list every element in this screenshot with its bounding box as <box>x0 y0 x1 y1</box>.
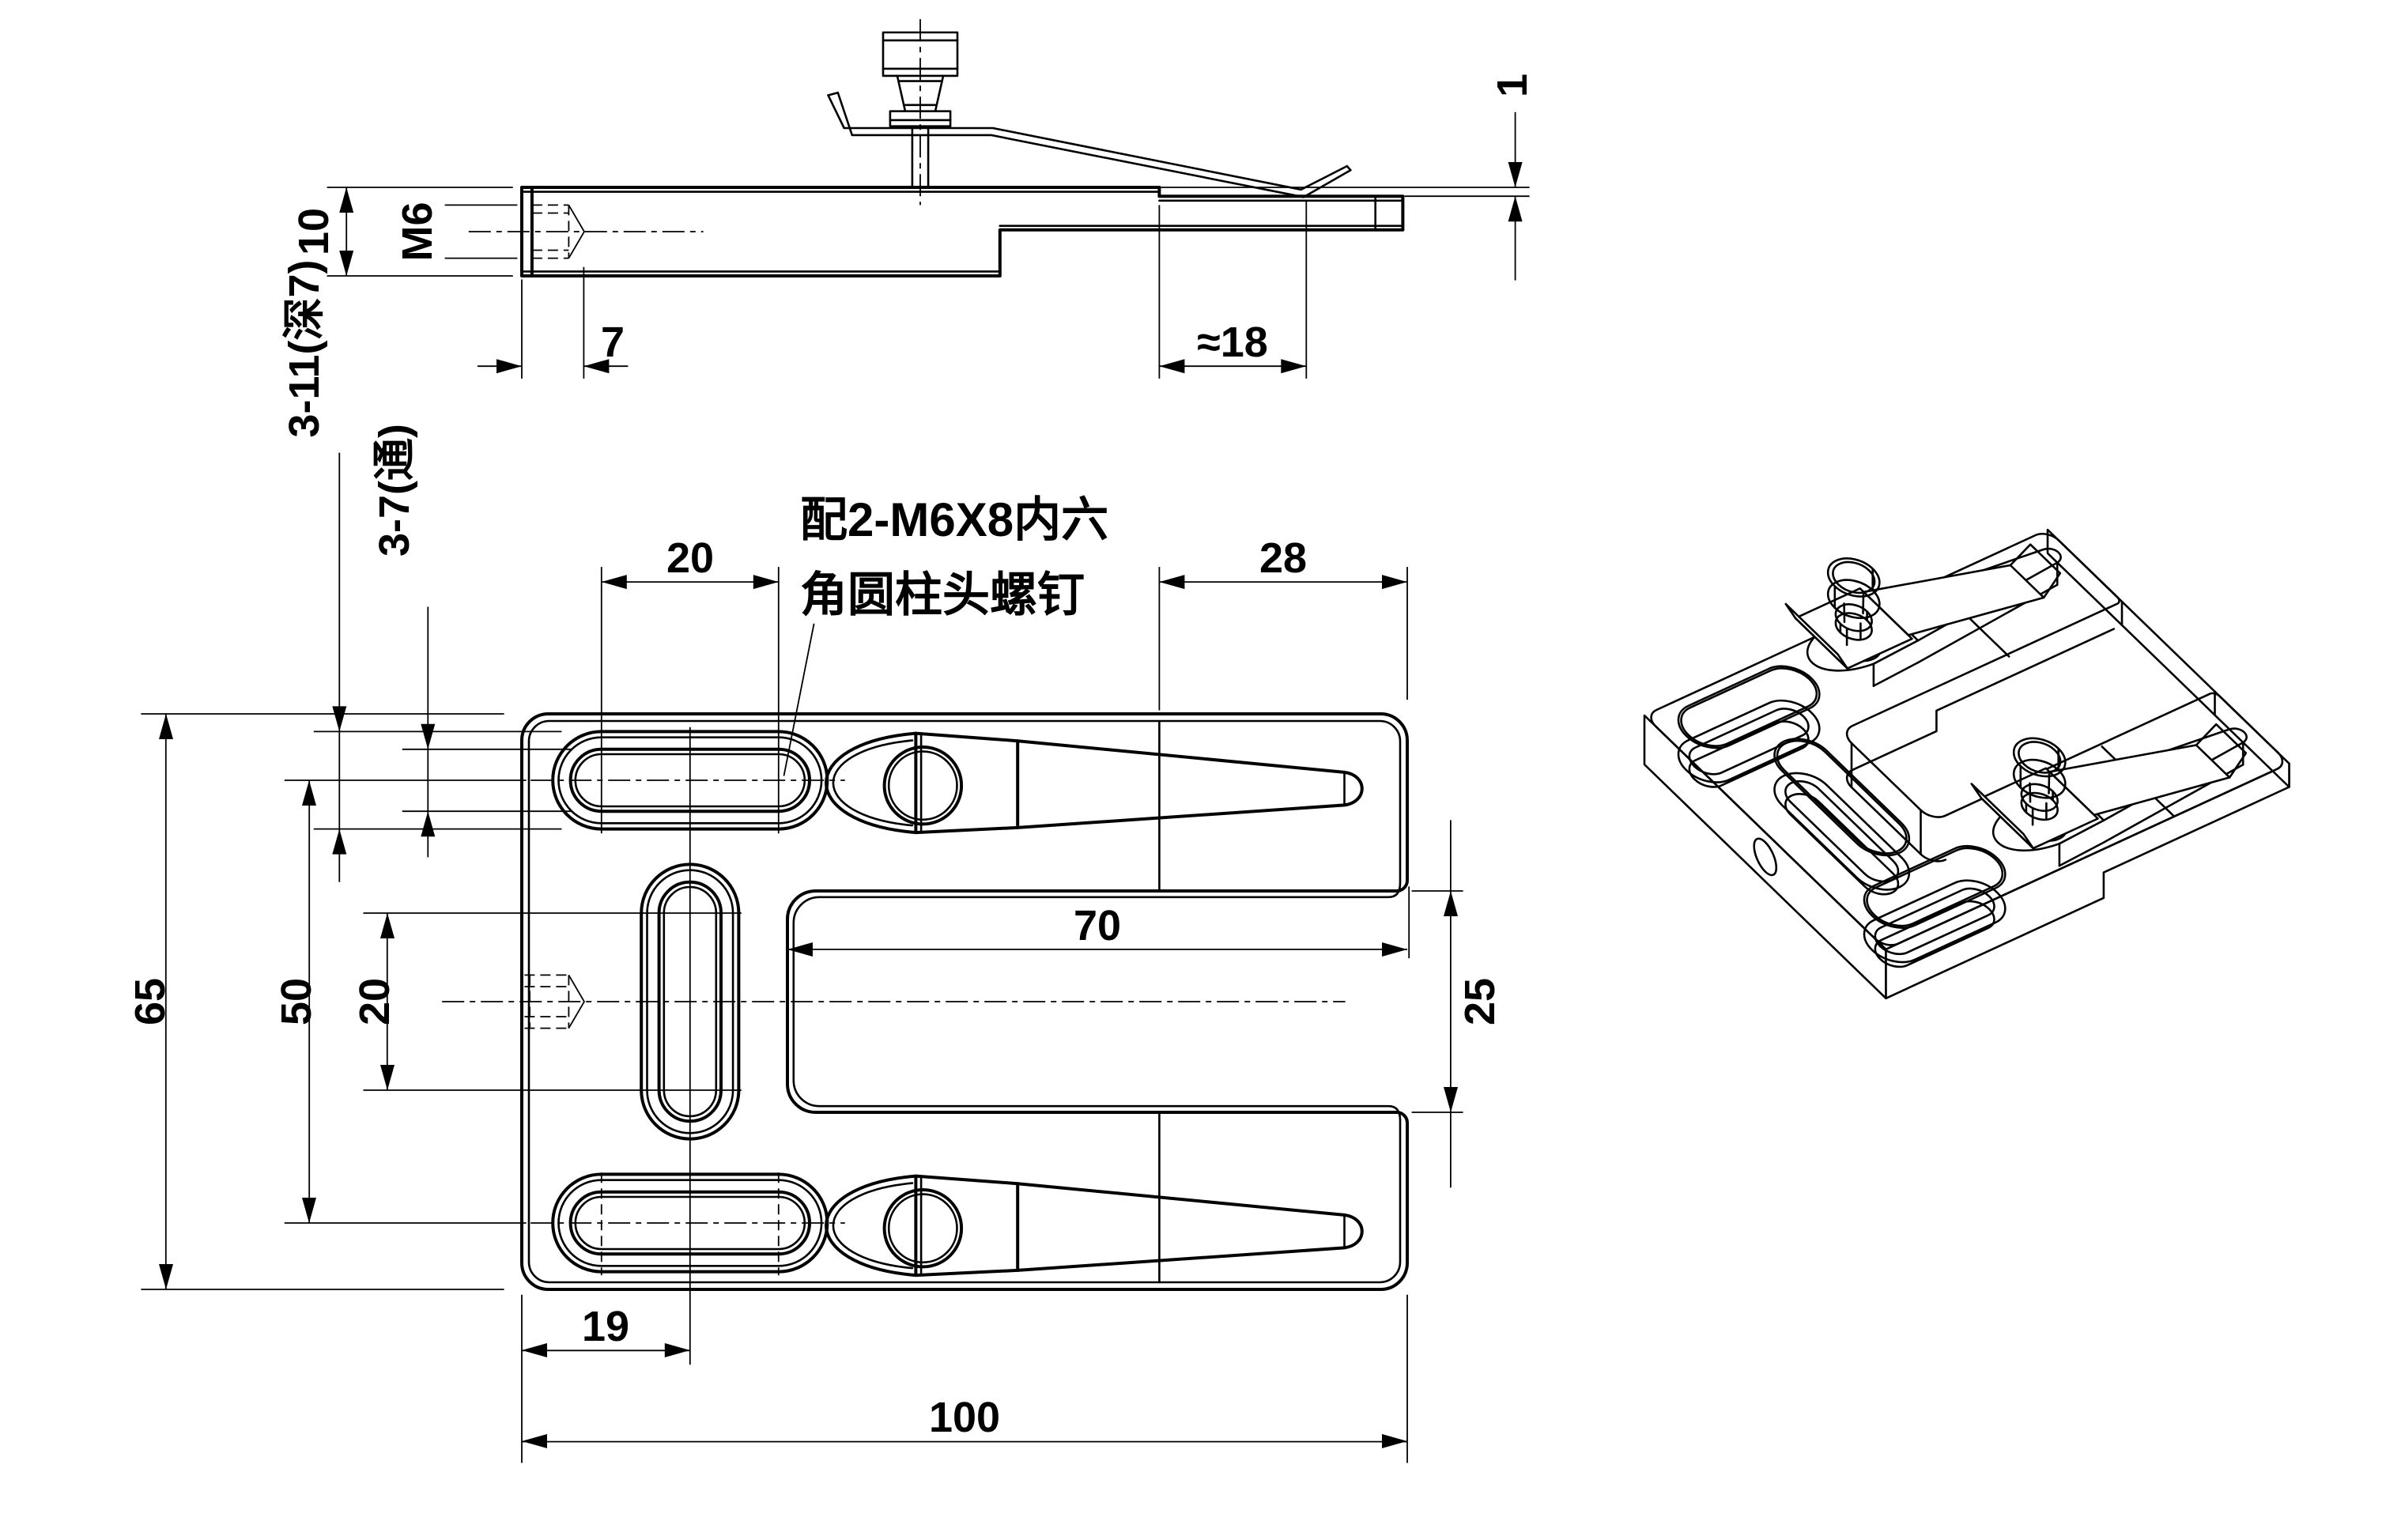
front-view <box>442 712 1409 1365</box>
dim-gap-label: 1 <box>1489 74 1536 97</box>
dim-u-width-label: 70 <box>1074 902 1121 949</box>
screw-note-line1: 配2-M6X8内六 <box>800 493 1108 546</box>
callout-through-slots: 3-7(通) <box>371 424 418 557</box>
dimension-arrows <box>141 111 1530 1463</box>
callout-counterbore-slots: 3-11(深7) <box>281 259 328 437</box>
dim-slot-offset-label: 19 <box>582 1303 629 1350</box>
dim-overhang-label: ≈18 <box>1197 319 1268 366</box>
dim-vert-slot-label: 20 <box>351 978 398 1025</box>
side-view <box>468 19 1405 277</box>
dim-plate-width-label: 100 <box>929 1394 1000 1441</box>
dim-u-height-label: 25 <box>1456 978 1504 1025</box>
screw-note-line2: 角圆柱头螺钉 <box>800 568 1085 621</box>
iso-view <box>1643 528 2290 1000</box>
dim-thickness-label: 10 <box>290 208 338 255</box>
thread-size-label: M6 <box>394 202 441 261</box>
dim-plate-height-label: 65 <box>126 978 174 1025</box>
dim-row-spacing-label: 50 <box>273 978 320 1025</box>
dimension-labels: 10 M6 7 ≈18 1 20 28 70 19 100 65 50 20 2… <box>126 74 1536 1441</box>
dim-thread-depth-label: 7 <box>601 319 625 366</box>
dim-right-offset-label: 28 <box>1259 534 1307 582</box>
dim-slot-length-label: 20 <box>666 534 714 582</box>
